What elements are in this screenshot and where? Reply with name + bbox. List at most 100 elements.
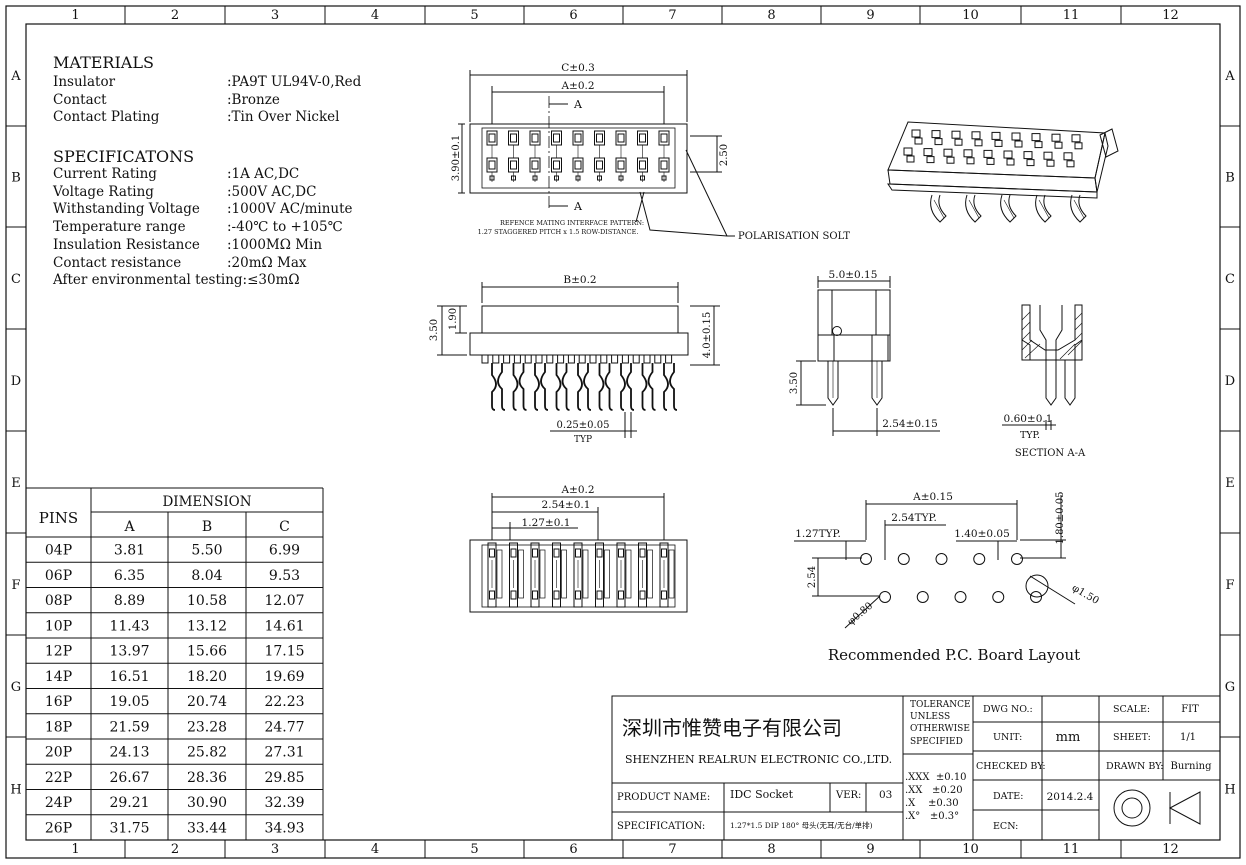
- table-cell-A: 6.35: [114, 568, 145, 584]
- front-pin-lead: [577, 363, 583, 411]
- dim-c-label: C±0.3: [561, 62, 595, 74]
- frame-row-B: B: [11, 171, 21, 186]
- iso-contact: [1043, 151, 1053, 160]
- dimension-header: DIMENSION: [162, 494, 251, 510]
- spec-value: :1A AC,DC: [227, 166, 300, 182]
- table-cell-B: 20.74: [187, 694, 227, 710]
- tolerance-line-3: OTHERWISE: [910, 724, 970, 734]
- frame-col-2: 2: [171, 842, 179, 857]
- front-pin-lead: [534, 363, 540, 411]
- iso-contact: [1031, 133, 1041, 142]
- frame-col-8: 8: [767, 842, 775, 857]
- table-cell-C: 6.99: [269, 543, 300, 559]
- bottom-contact: [487, 542, 497, 608]
- pcb-hole: [897, 553, 910, 565]
- frame-row-B: B: [1225, 171, 1235, 186]
- frame-col-9: 9: [866, 842, 874, 857]
- bottom-contact: [638, 542, 647, 608]
- tolerance-line-2: UNLESS: [910, 712, 950, 722]
- pcb-hole: [973, 553, 986, 565]
- pcb-h180-label: 1.80±0.05: [1055, 492, 1066, 545]
- title-block: [611, 695, 1221, 841]
- table-cell-A: 26.67: [109, 770, 149, 786]
- bottom-view: [469, 493, 688, 613]
- material-label: Insulator: [53, 74, 116, 90]
- front-pin: [557, 354, 565, 364]
- pcb-hole: [935, 553, 948, 565]
- bottom-dim-a-label: A±0.2: [560, 484, 594, 496]
- specification-value: 1.27*1.5 DIP 180° 母头(无耳/无台/单排): [730, 820, 873, 830]
- material-label: Contact Plating: [53, 109, 160, 125]
- section-view: [1002, 304, 1083, 430]
- front-pin: [546, 354, 554, 364]
- table-cell-B: 15.66: [187, 644, 227, 660]
- company-name-cn: 深圳市惟赞电子有限公司: [622, 716, 842, 740]
- table-cell-pins: 06P: [45, 568, 72, 584]
- table-cell-B: 23.28: [187, 719, 227, 735]
- version-value: 03: [879, 789, 892, 801]
- dim-b-label: B±0.2: [563, 274, 596, 286]
- spec-label: Insulation Resistance: [53, 236, 200, 253]
- iso-contact: [951, 130, 961, 139]
- frame-col-2: 2: [171, 8, 179, 23]
- table-cell-A: 13.97: [109, 644, 149, 660]
- iso-leg: [930, 194, 947, 223]
- iso-contact: [1051, 133, 1061, 142]
- tol-value-1: .XXX ±0.10: [905, 772, 967, 783]
- ecn-label: ECN:: [993, 821, 1018, 832]
- spec-label: Voltage Rating: [53, 183, 154, 200]
- front-pin-lead: [512, 363, 519, 411]
- table-cell-C: 32.39: [264, 795, 304, 811]
- spec-label: Contact resistance: [53, 254, 182, 271]
- unit-value: mm: [1056, 730, 1081, 745]
- iso-contact: [983, 149, 993, 158]
- iso-contact: [1023, 151, 1033, 160]
- table-cell-pins: 20P: [45, 745, 72, 761]
- table-cell-C: 12.07: [264, 593, 304, 609]
- version-label: VER:: [835, 790, 861, 801]
- frame-row-G: G: [11, 680, 21, 695]
- pin-width-label: 0.25±0.05: [557, 420, 610, 431]
- frame-col-8: 8: [767, 8, 775, 23]
- frame-col-4: 4: [371, 8, 379, 23]
- table-cell-C: 14.61: [264, 618, 304, 634]
- frame-row-D: D: [1225, 374, 1235, 389]
- sheet-label: SHEET:: [1113, 732, 1151, 743]
- pcb-hole: [860, 553, 872, 565]
- front-pin: [589, 354, 597, 364]
- dwg-no-label: DWG NO.:: [983, 704, 1033, 715]
- material-value: :Bronze: [227, 91, 280, 108]
- tol-value-2: .XX ±0.20: [905, 785, 963, 796]
- frame-row-F: F: [11, 578, 20, 593]
- drawn-by-label: DRAWN BY:: [1106, 761, 1163, 772]
- table-cell-B: 8.04: [191, 568, 222, 584]
- pcb-caption: Recommended P.C. Board Layout: [828, 646, 1080, 664]
- table-cell-B: 18.20: [187, 669, 227, 685]
- scale-value: FIT: [1181, 704, 1199, 715]
- frame-col-1: 1: [71, 842, 79, 857]
- front-pin: [513, 354, 521, 364]
- section-width-label: 0.60±0.1: [1004, 413, 1053, 425]
- tol-value-4: .X° ±0.3°: [905, 811, 959, 822]
- bottom-contact: [659, 542, 669, 608]
- frame-col-12: 12: [1162, 842, 1179, 857]
- pcb-typ127-label: 1.27TYP.: [795, 528, 841, 540]
- front-pin: [621, 354, 629, 364]
- side-width-label: 5.0±0.15: [829, 269, 878, 281]
- iso-contact: [923, 148, 933, 157]
- col-header-C: C: [279, 519, 290, 535]
- frame-row-E: E: [1225, 476, 1235, 491]
- frame-row-C: C: [1225, 272, 1235, 287]
- table-cell-pins: 10P: [45, 618, 72, 634]
- height-190-label: 1.90: [448, 308, 459, 330]
- scale-label: SCALE:: [1113, 704, 1150, 715]
- pin-typ-label: TYP: [574, 435, 592, 445]
- material-value: :Tin Over Nickel: [227, 109, 340, 125]
- pcb-hole: [1030, 591, 1042, 603]
- col-header-A: A: [123, 519, 135, 535]
- front-pin: [524, 354, 532, 364]
- front-pin: [632, 354, 640, 364]
- frame-row-C: C: [11, 272, 21, 287]
- table-cell-C: 27.31: [264, 745, 304, 761]
- table-cell-A: 8.89: [114, 593, 145, 609]
